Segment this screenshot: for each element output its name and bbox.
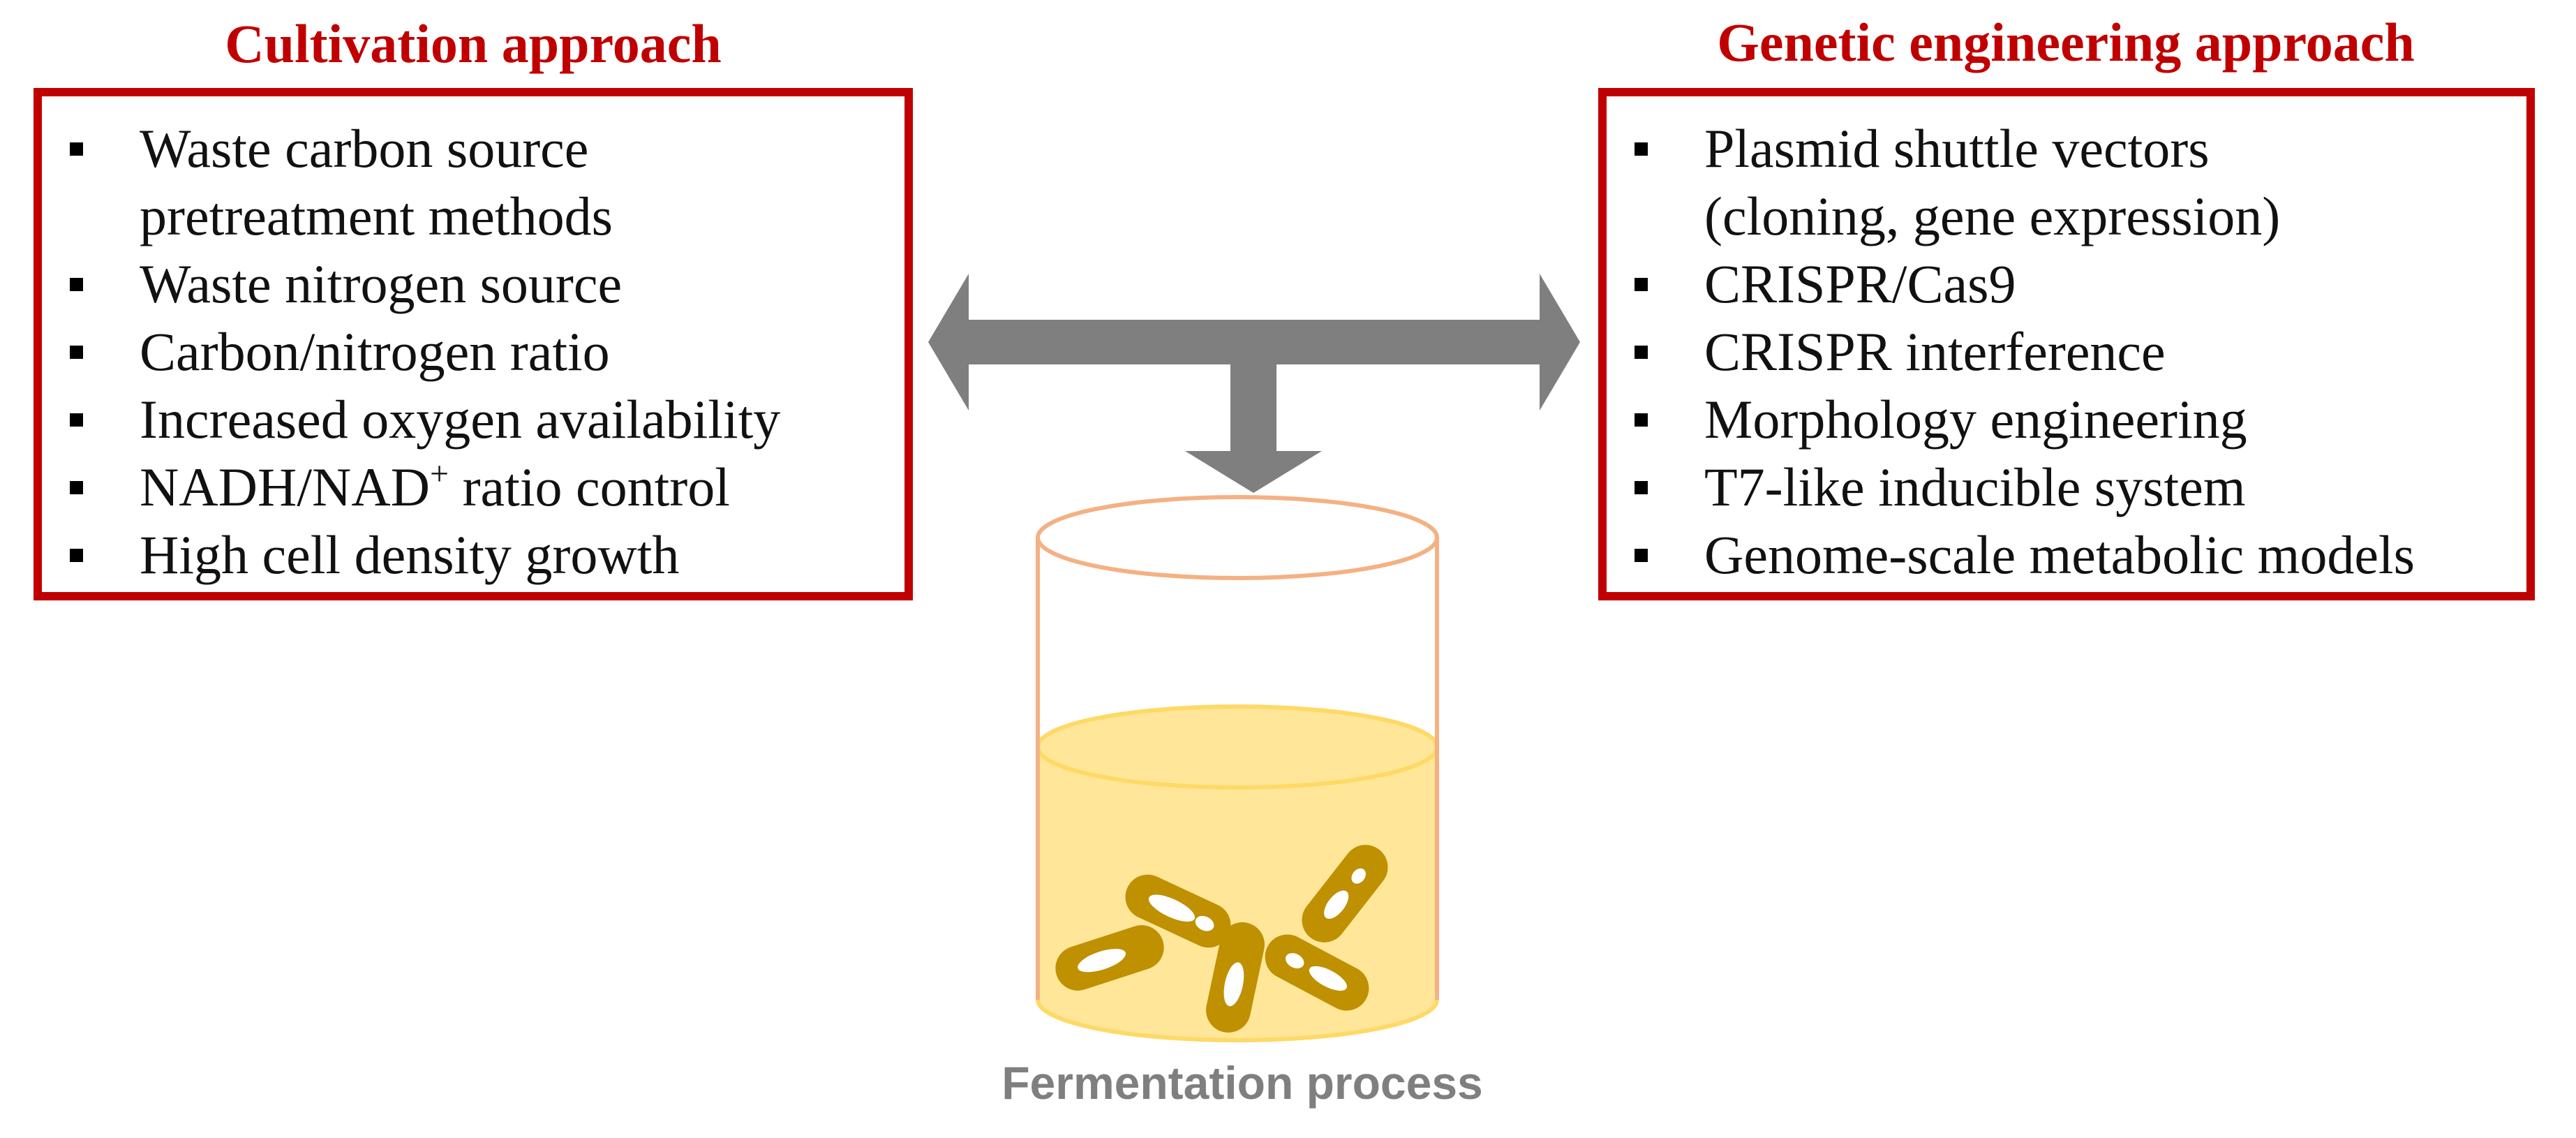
- list-item: Increased oxygen availability: [70, 385, 898, 453]
- bacterium-icon: [1125, 874, 1231, 948]
- bullet-square-icon: [1635, 346, 1648, 359]
- bacterium-icon: [1055, 925, 1164, 991]
- bullet-square-icon: [1635, 413, 1648, 427]
- bullet-square-icon: [70, 346, 83, 359]
- double-headed-arrow-icon: [928, 274, 1580, 411]
- bacterium-icon: [1265, 934, 1369, 1011]
- list-item: NADH/NAD+ ratio control: [70, 453, 898, 521]
- bullet-square-icon: [70, 549, 83, 562]
- list-item: CRISPR interference: [1635, 318, 2519, 385]
- genetic-engineering-approach-title: Genetic engineering approach: [1717, 12, 2415, 73]
- bullet-square-icon: [1635, 142, 1648, 156]
- bullet-square-icon: [1635, 549, 1648, 562]
- list-item: High cell density growth: [70, 521, 898, 589]
- arrow-stem: [1230, 363, 1276, 452]
- liquid-bottom-edge: [1036, 999, 1439, 1042]
- list-item: CRISPR/Cas9: [1635, 250, 2519, 318]
- list-item: Genome-scale metabolic models: [1635, 521, 2519, 589]
- genetic-engineering-approach-list: Plasmid shuttle vectors(cloning, gene ex…: [1635, 114, 2519, 589]
- list-item: T7-like inducible system: [1635, 453, 2519, 521]
- bullet-square-icon: [1635, 278, 1648, 291]
- connector-arrow-icon: [928, 274, 1580, 493]
- list-item: Carbon/nitrogen ratio: [70, 318, 898, 385]
- liquid-surface: [1036, 704, 1439, 790]
- bacterium-icon: [1206, 922, 1265, 1033]
- fermentation-beaker-icon: [1036, 495, 1439, 1042]
- bullet-square-icon: [1635, 481, 1648, 494]
- genetic-engineering-approach-box: Plasmid shuttle vectors(cloning, gene ex…: [1598, 88, 2535, 600]
- list-item: Plasmid shuttle vectors(cloning, gene ex…: [1635, 114, 2519, 250]
- bacterium-icon: [1302, 845, 1388, 943]
- down-arrow-icon: [1185, 451, 1322, 493]
- bullet-square-icon: [70, 413, 83, 427]
- bullet-square-icon: [70, 278, 83, 291]
- list-item: Morphology engineering: [1635, 385, 2519, 453]
- fermentation-process-label: Fermentation process: [1002, 1057, 1483, 1109]
- bullet-square-icon: [70, 481, 83, 494]
- bullet-square-icon: [70, 142, 83, 156]
- beaker-rim: [1036, 495, 1439, 580]
- list-item: Waste nitrogen source: [70, 250, 898, 318]
- cultivation-approach-title: Cultivation approach: [225, 13, 722, 74]
